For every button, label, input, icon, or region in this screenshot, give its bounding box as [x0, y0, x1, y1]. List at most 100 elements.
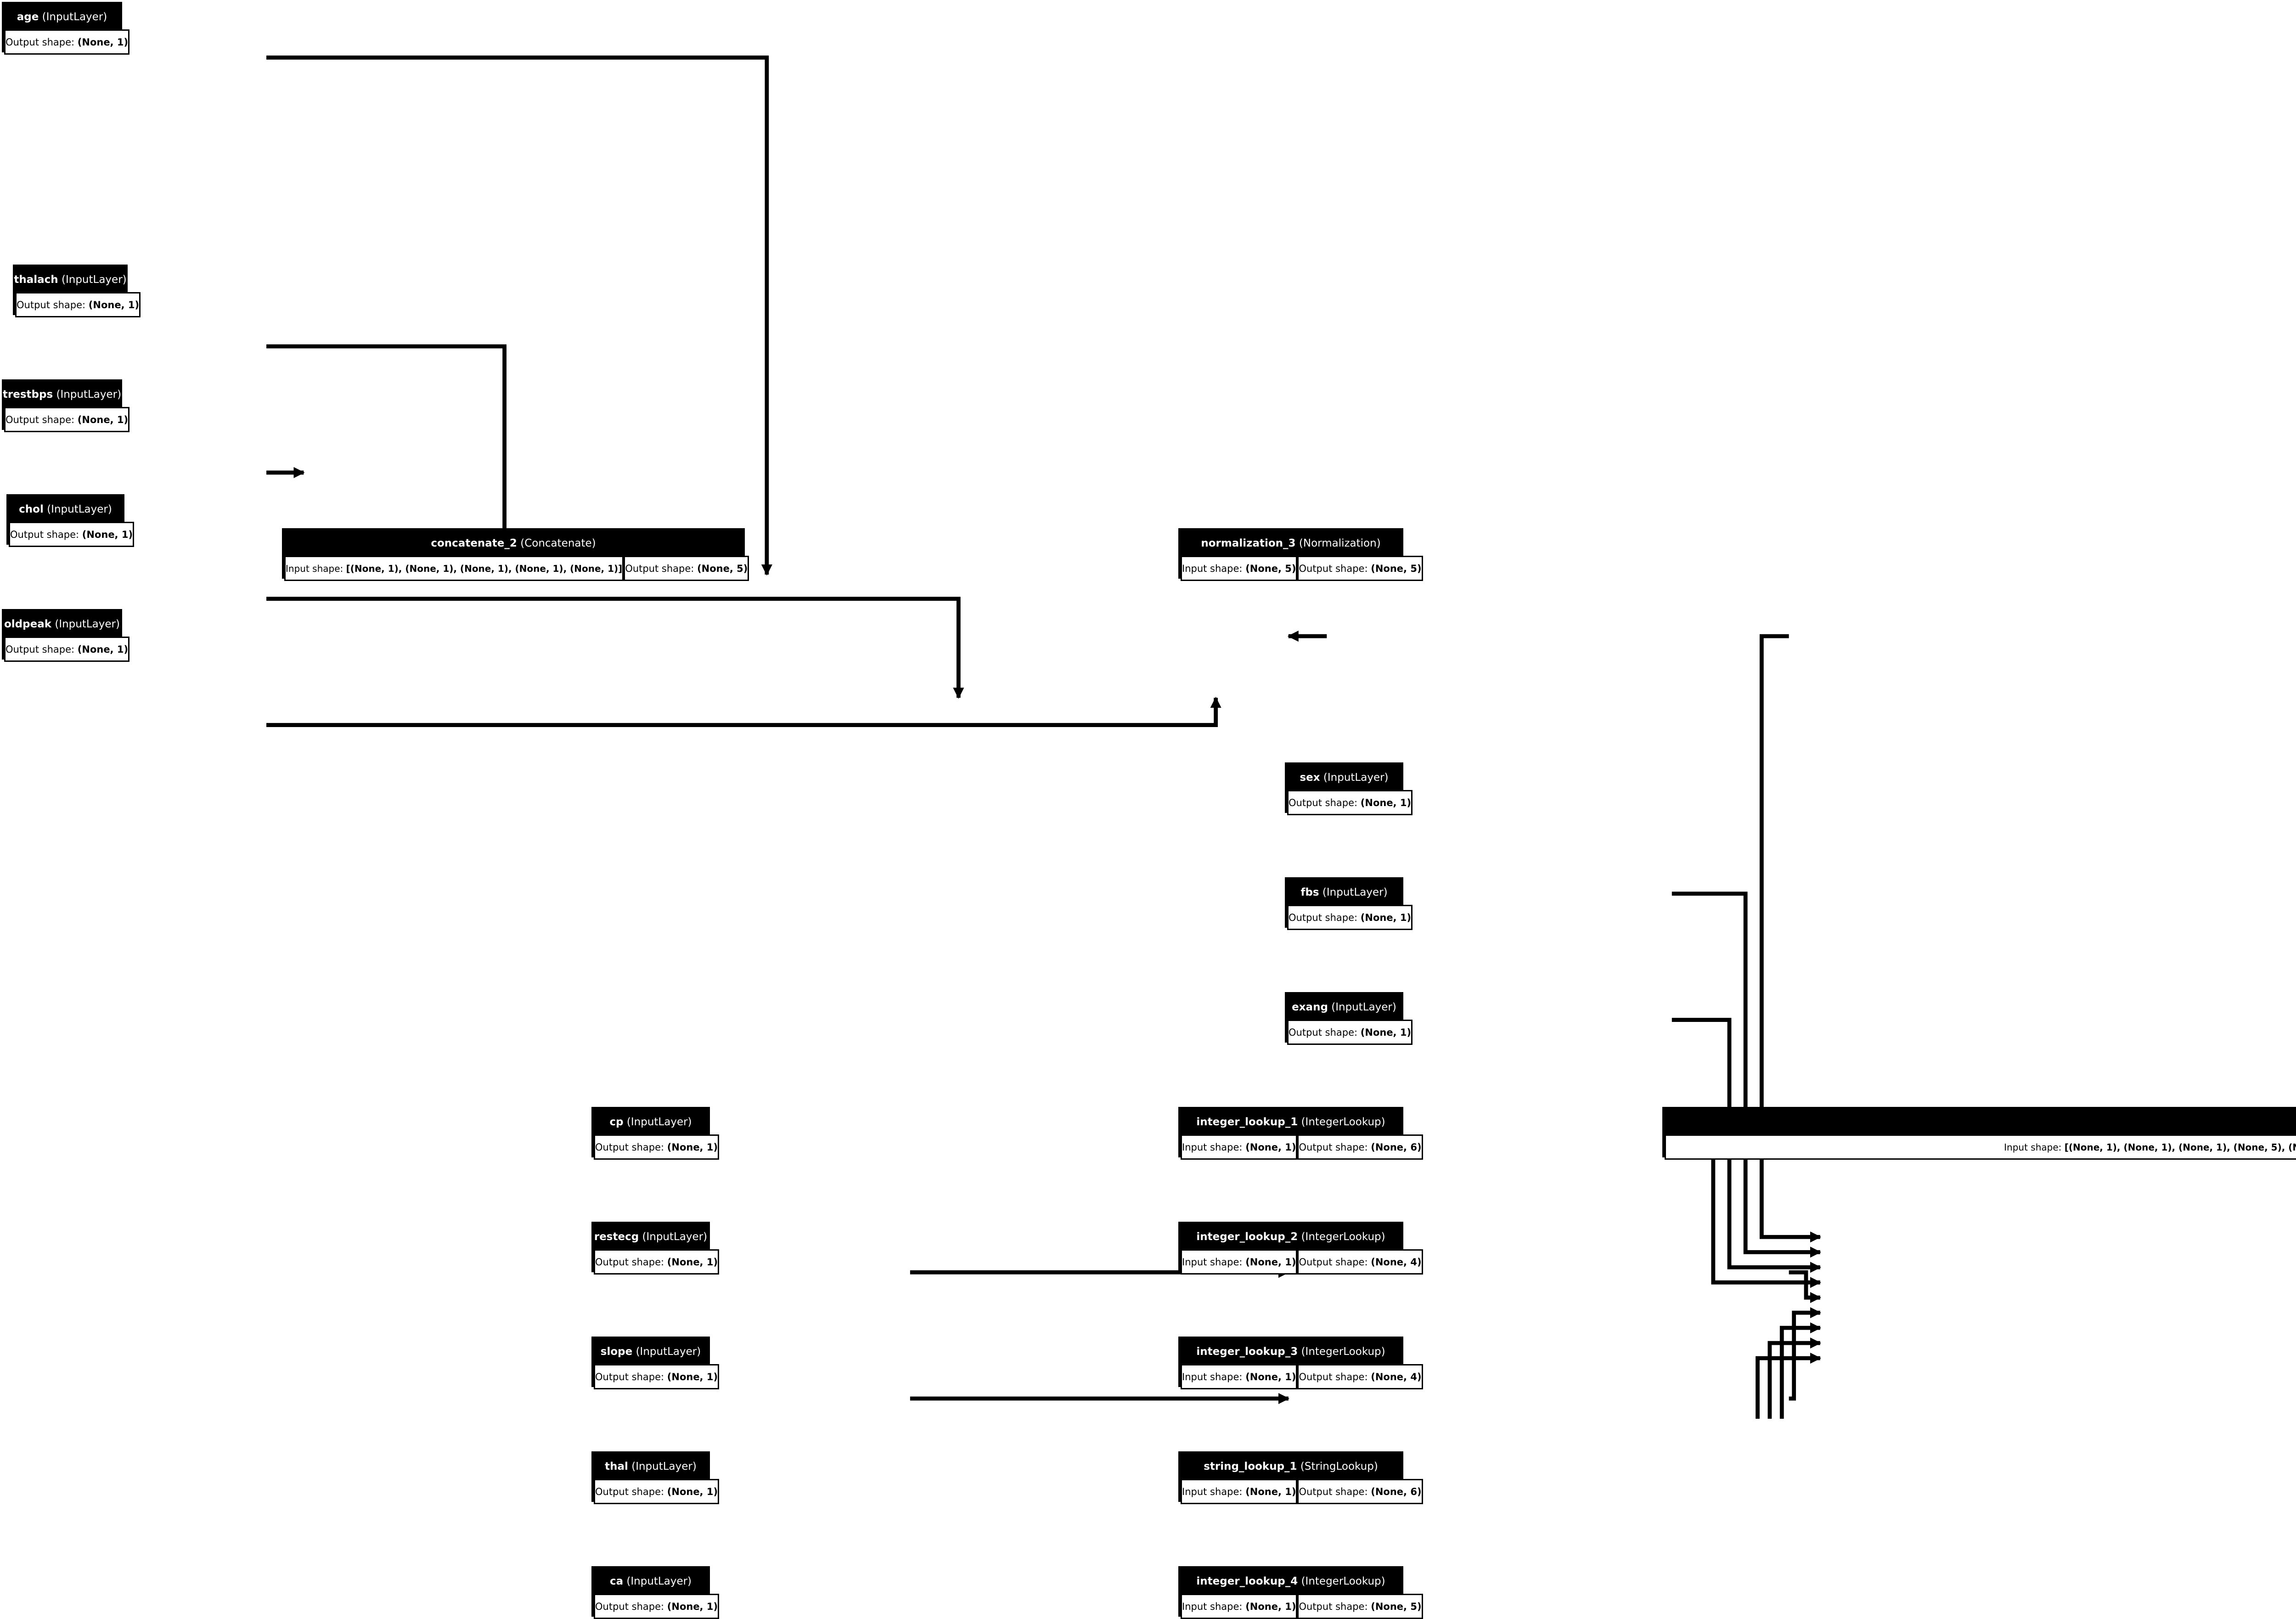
output-shape-value-concatenate_2: (None, 5) — [697, 563, 748, 574]
output-shape-label-string_lookup_1: Output shape: — [1299, 1486, 1368, 1497]
input-shape-cell-string_lookup_1: Input shape: (None, 1) — [1181, 1479, 1298, 1504]
layer-shelf-integer_lookup_4: Input shape: (None, 1) Output shape: (No… — [1181, 1594, 1423, 1619]
output-shape-value-thalach: (None, 1) — [88, 299, 140, 310]
output-shape-cell-oldpeak: Output shape: (None, 1) — [4, 637, 130, 662]
layer-node-restecg[interactable]: restecg (InputLayer) Output shape: (None… — [591, 1222, 720, 1275]
output-shape-cell-integer_lookup_2: Output shape: (None, 4) — [1297, 1249, 1423, 1275]
layer-class-normalization_3: (Normalization) — [1299, 537, 1381, 549]
layer-shelf-age: Output shape: (None, 1) — [4, 29, 130, 55]
layer-name-integer_lookup_2: integer_lookup_2 — [1196, 1230, 1298, 1243]
layer-node-cp[interactable]: cp (InputLayer) Output shape: (None, 1) — [591, 1107, 720, 1160]
layer-class-exang: (InputLayer) — [1331, 1001, 1396, 1013]
layer-shelf-ca: Output shape: (None, 1) — [594, 1594, 720, 1619]
layer-title-concatenate_2: concatenate_2 (Concatenate) — [284, 530, 743, 556]
layer-node-ca[interactable]: ca (InputLayer) Output shape: (None, 1) — [591, 1566, 720, 1619]
layer-class-string_lookup_1: (StringLookup) — [1300, 1460, 1378, 1472]
output-shape-label-exang: Output shape: — [1289, 1027, 1358, 1038]
layer-node-chol[interactable]: chol (InputLayer) Output shape: (None, 1… — [6, 494, 135, 547]
layer-class-integer_lookup_1: (IntegerLookup) — [1301, 1116, 1385, 1128]
output-shape-value-integer_lookup_3: (None, 4) — [1371, 1371, 1422, 1382]
output-shape-label-concatenate_2: Output shape: — [625, 563, 694, 574]
output-shape-value-normalization_3: (None, 5) — [1371, 563, 1422, 574]
layer-node-sex[interactable]: sex (InputLayer) Output shape: (None, 1) — [1285, 762, 1413, 815]
output-shape-value-integer_lookup_2: (None, 4) — [1371, 1256, 1422, 1268]
layer-name-age: age — [17, 11, 39, 23]
output-shape-cell-fbs: Output shape: (None, 1) — [1287, 905, 1413, 930]
output-shape-label-restecg: Output shape: — [595, 1256, 664, 1268]
output-shape-cell-cp: Output shape: (None, 1) — [594, 1134, 720, 1160]
input-shape-value-integer_lookup_2: (None, 1) — [1245, 1256, 1296, 1268]
layer-shelf-trestbps: Output shape: (None, 1) — [4, 407, 130, 432]
layer-node-oldpeak[interactable]: oldpeak (InputLayer) Output shape: (None… — [2, 609, 130, 662]
output-shape-cell-string_lookup_1: Output shape: (None, 6) — [1297, 1479, 1423, 1504]
layer-node-concatenate_2[interactable]: concatenate_2 (Concatenate) Input shape:… — [282, 528, 749, 581]
layer-name-oldpeak: oldpeak — [4, 618, 52, 630]
layer-name-ca: ca — [609, 1575, 624, 1587]
output-shape-label-thal: Output shape: — [595, 1486, 664, 1497]
output-shape-cell-normalization_3: Output shape: (None, 5) — [1297, 556, 1423, 581]
layer-title-sex: sex (InputLayer) — [1287, 765, 1401, 790]
layer-title-thal: thal (InputLayer) — [594, 1454, 708, 1479]
output-shape-value-trestbps: (None, 1) — [77, 414, 129, 425]
layer-title-chol: chol (InputLayer) — [9, 496, 122, 522]
layer-name-cp: cp — [609, 1116, 624, 1128]
output-shape-cell-sex: Output shape: (None, 1) — [1287, 790, 1413, 815]
layer-node-fbs[interactable]: fbs (InputLayer) Output shape: (None, 1) — [1285, 877, 1413, 930]
edge-sex-to-concatenate_3 — [1671, 891, 1821, 1258]
layer-title-thalach: thalach (InputLayer) — [14, 267, 127, 292]
output-shape-value-oldpeak: (None, 1) — [77, 643, 129, 655]
input-shape-value-normalization_3: (None, 5) — [1245, 563, 1296, 574]
output-shape-value-exang: (None, 1) — [1360, 1027, 1412, 1038]
layer-shelf-integer_lookup_1: Input shape: (None, 1) Output shape: (No… — [1181, 1134, 1423, 1160]
input-shape-label-integer_lookup_1: Input shape: — [1182, 1141, 1243, 1153]
output-shape-label-sex: Output shape: — [1289, 797, 1358, 808]
output-shape-label-trestbps: Output shape: — [6, 414, 75, 425]
layer-class-ca: (InputLayer) — [626, 1575, 692, 1587]
layer-node-concatenate_3[interactable]: concatenate_3 (Concatenate) Input shape:… — [1662, 1107, 2296, 1160]
input-shape-label-concatenate_3: Input shape: — [2004, 1141, 2062, 1153]
layer-class-concatenate_2: (Concatenate) — [520, 537, 596, 549]
layer-name-string_lookup_1: string_lookup_1 — [1204, 1460, 1297, 1472]
input-shape-label-concatenate_2: Input shape: — [286, 563, 343, 574]
layer-node-integer_lookup_3[interactable]: integer_lookup_3 (IntegerLookup) Input s… — [1178, 1337, 1423, 1389]
output-shape-value-sex: (None, 1) — [1360, 797, 1412, 808]
layer-node-integer_lookup_4[interactable]: integer_lookup_4 (IntegerLookup) Input s… — [1178, 1566, 1423, 1619]
output-shape-cell-exang: Output shape: (None, 1) — [1287, 1020, 1413, 1045]
output-shape-label-integer_lookup_3: Output shape: — [1299, 1371, 1368, 1382]
layer-node-integer_lookup_1[interactable]: integer_lookup_1 (IntegerLookup) Input s… — [1178, 1107, 1423, 1160]
output-shape-label-oldpeak: Output shape: — [6, 643, 75, 655]
input-shape-value-integer_lookup_4: (None, 1) — [1245, 1601, 1296, 1612]
layer-node-thal[interactable]: thal (InputLayer) Output shape: (None, 1… — [591, 1451, 720, 1504]
layer-node-thalach[interactable]: thalach (InputLayer) Output shape: (None… — [13, 265, 141, 317]
output-shape-cell-integer_lookup_3: Output shape: (None, 4) — [1297, 1364, 1423, 1389]
layer-title-age: age (InputLayer) — [4, 4, 120, 29]
output-shape-label-integer_lookup_2: Output shape: — [1299, 1256, 1368, 1268]
layer-name-thal: thal — [605, 1460, 628, 1472]
output-shape-cell-integer_lookup_1: Output shape: (None, 6) — [1297, 1134, 1423, 1160]
input-shape-cell-integer_lookup_2: Input shape: (None, 1) — [1181, 1249, 1298, 1275]
output-shape-label-integer_lookup_4: Output shape: — [1299, 1601, 1368, 1612]
layer-node-string_lookup_1[interactable]: string_lookup_1 (StringLookup) Input sha… — [1178, 1451, 1423, 1504]
layer-node-slope[interactable]: slope (InputLayer) Output shape: (None, … — [591, 1337, 720, 1389]
layer-shelf-thalach: Output shape: (None, 1) — [15, 292, 141, 317]
input-shape-label-integer_lookup_4: Input shape: — [1182, 1601, 1243, 1612]
edge-integer_lookup_4-to-concatenate_3 — [1756, 1352, 1821, 1419]
layer-node-age[interactable]: age (InputLayer) Output shape: (None, 1) — [2, 2, 130, 55]
layer-node-normalization_3[interactable]: normalization_3 (Normalization) Input sh… — [1178, 528, 1423, 581]
layer-title-normalization_3: normalization_3 (Normalization) — [1181, 530, 1401, 556]
output-shape-value-integer_lookup_4: (None, 5) — [1371, 1601, 1422, 1612]
layer-node-integer_lookup_2[interactable]: integer_lookup_2 (IntegerLookup) Input s… — [1178, 1222, 1423, 1275]
output-shape-cell-trestbps: Output shape: (None, 1) — [4, 407, 130, 432]
edge-chol-to-concatenate_2 — [266, 597, 964, 699]
layer-node-exang[interactable]: exang (InputLayer) Output shape: (None, … — [1285, 992, 1413, 1045]
layer-class-sex: (InputLayer) — [1323, 771, 1389, 784]
layer-class-thalach: (InputLayer) — [62, 273, 127, 286]
layer-title-oldpeak: oldpeak (InputLayer) — [4, 611, 120, 637]
layer-node-trestbps[interactable]: trestbps (InputLayer) Output shape: (Non… — [2, 379, 130, 432]
output-shape-label-ca: Output shape: — [595, 1601, 664, 1612]
layer-class-chol: (InputLayer) — [47, 503, 112, 515]
layer-class-restecg: (InputLayer) — [642, 1230, 708, 1243]
edge-exang-to-concatenate_3 — [1671, 1144, 1821, 1288]
input-shape-cell-normalization_3: Input shape: (None, 5) — [1181, 556, 1298, 581]
